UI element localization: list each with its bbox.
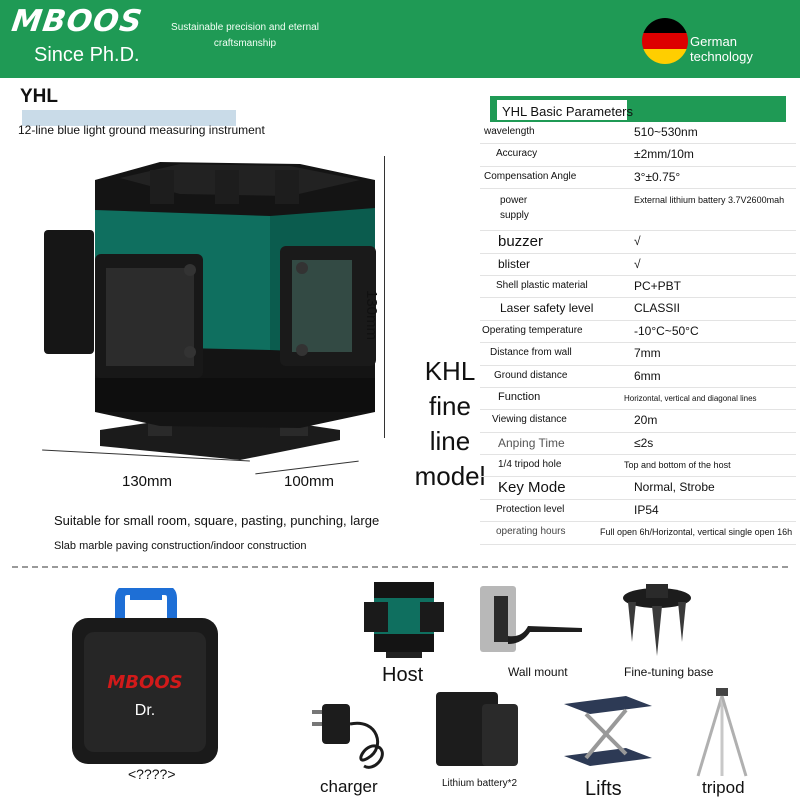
param-value: √ [634,234,641,249]
param-value: √ [634,256,641,271]
param-value: 3°±0.75° [634,169,681,184]
usage-text-1: Suitable for small room, square, pasting… [54,513,380,528]
param-value: ±2mm/10m [634,147,694,162]
table-row: Anping Time ≤2s [480,433,796,456]
table-row: Shell plastic material PC+PBT [480,276,796,299]
param-value: External lithium battery 3.7V2600mah [634,195,785,206]
param-value: 6mm [634,368,661,383]
param-value: 7mm [634,346,661,361]
case-brand-logo: MBOOS [107,672,183,693]
table-row: Operating temperature -10°C~50°C [480,321,796,344]
param-label: Ground distance [494,369,568,381]
table-row: 1/4 tripod hole Top and bottom of the hos… [480,455,796,478]
param-label: blister [498,256,531,271]
table-row: blister √ [480,254,796,276]
param-value: -10°C~50°C [634,323,699,338]
params-table: wavelength 510~530nm Accuracy ±2mm/10m Com… [480,122,796,545]
table-row: power supply External lithium battery 3.7… [480,189,796,232]
germany-flag-icon [642,18,688,64]
charger-image [312,704,384,769]
param-label: Laser safety level [500,301,594,316]
param-label: 1/4 tripod hole [498,459,562,471]
param-label: Key Mode [498,479,566,497]
lifts-label: Lifts [585,778,622,800]
param-label: Accuracy [496,148,538,160]
section-divider [12,566,788,568]
model-name: KHL fine line model [410,354,490,494]
laser-level-device-image [44,162,376,460]
fine-tuning-base-label: Fine-tuning base [624,665,714,679]
params-title-highlight [497,100,627,120]
case-sub-label: Dr. [134,702,156,719]
model-line: KHL [424,356,476,386]
lifts-image [564,696,652,766]
host-image [364,582,444,658]
param-value: 20m [634,413,658,428]
table-row: Key Mode Normal, Strobe [480,477,796,500]
usage-text-2: Slab marble paving construction/indoor c… [54,540,307,552]
tagline: Sustainable precision and eternal crafts… [171,22,319,49]
wall-mount-image [480,586,582,652]
table-row: Viewing distance 20m [480,410,796,433]
table-row: Ground distance 6mm [480,366,796,388]
model-code: YHL [20,86,58,107]
params-title: YHL Basic Parameters [502,104,634,119]
param-label: wavelength [484,126,535,137]
product-subtitle: 12-line blue light ground measuring inst… [18,123,265,137]
height-dimension: 130mm [363,290,380,341]
depth-dimension: 100mm [284,473,335,490]
param-value: Full open 6h/Horizontal, vertical single… [600,527,793,538]
table-row: Compensation Angle 3°±0.75° [480,167,796,190]
model-line: line [429,426,471,456]
carrying-case-image [72,588,218,764]
param-label: Function [498,390,541,403]
since-text: Since Ph.D. [34,44,140,66]
param-value: IP54 [634,502,659,517]
case-label: <????> [128,766,176,782]
param-value: Top and bottom of the host [624,460,731,471]
param-label: power supply [500,195,529,222]
param-label: Shell plastic material [496,279,588,291]
table-row: Accuracy ±2mm/10m [480,144,796,167]
param-value: Normal, Strobe [634,480,715,495]
param-label: Operating temperature [482,324,583,336]
param-label: Compensation Angle [484,170,577,182]
wall-mount-label: Wall mount [508,665,568,679]
height-dimension-line [384,156,385,438]
host-label: Host [382,664,424,686]
title-highlight-bar [22,110,236,126]
table-row: Protection level IP54 [480,500,796,523]
origin-text: German technology [690,34,753,64]
param-value: CLASSII [634,301,681,316]
param-label: Distance from wall [490,347,572,359]
tripod-label: tripod [702,778,745,797]
model-line: fine [429,391,471,421]
table-row: Laser safety level CLASSII [480,298,796,321]
table-row: buzzer √ [480,231,796,254]
lithium-battery-label: Lithium battery*2 [442,778,518,789]
charger-label: charger [320,777,378,796]
table-row: Distance from wall 7mm [480,343,796,366]
param-value: ≤2s [634,435,654,450]
param-value: PC+PBT [634,278,682,293]
table-row: wavelength 510~530nm [480,122,796,145]
brand-logo: MBOOS [9,4,145,39]
param-label: operating hours [496,526,566,538]
param-value: Horizontal, vertical and diagonal lines [624,393,757,403]
param-value: 510~530nm [634,125,698,139]
param-label: buzzer [498,233,544,251]
table-row: Function Horizontal, vertical and diagona… [480,388,796,411]
model-line: model [414,461,486,491]
lithium-battery-image [436,692,518,766]
width-dimension: 130mm [122,473,173,490]
param-label: Anping Time [498,435,565,450]
tripod-image [696,688,748,777]
fine-tuning-base-image [623,584,691,656]
table-row: operating hours Full open 6h/Horizontal, … [480,522,796,545]
param-label: Viewing distance [492,414,567,426]
param-label: Protection level [496,503,565,515]
